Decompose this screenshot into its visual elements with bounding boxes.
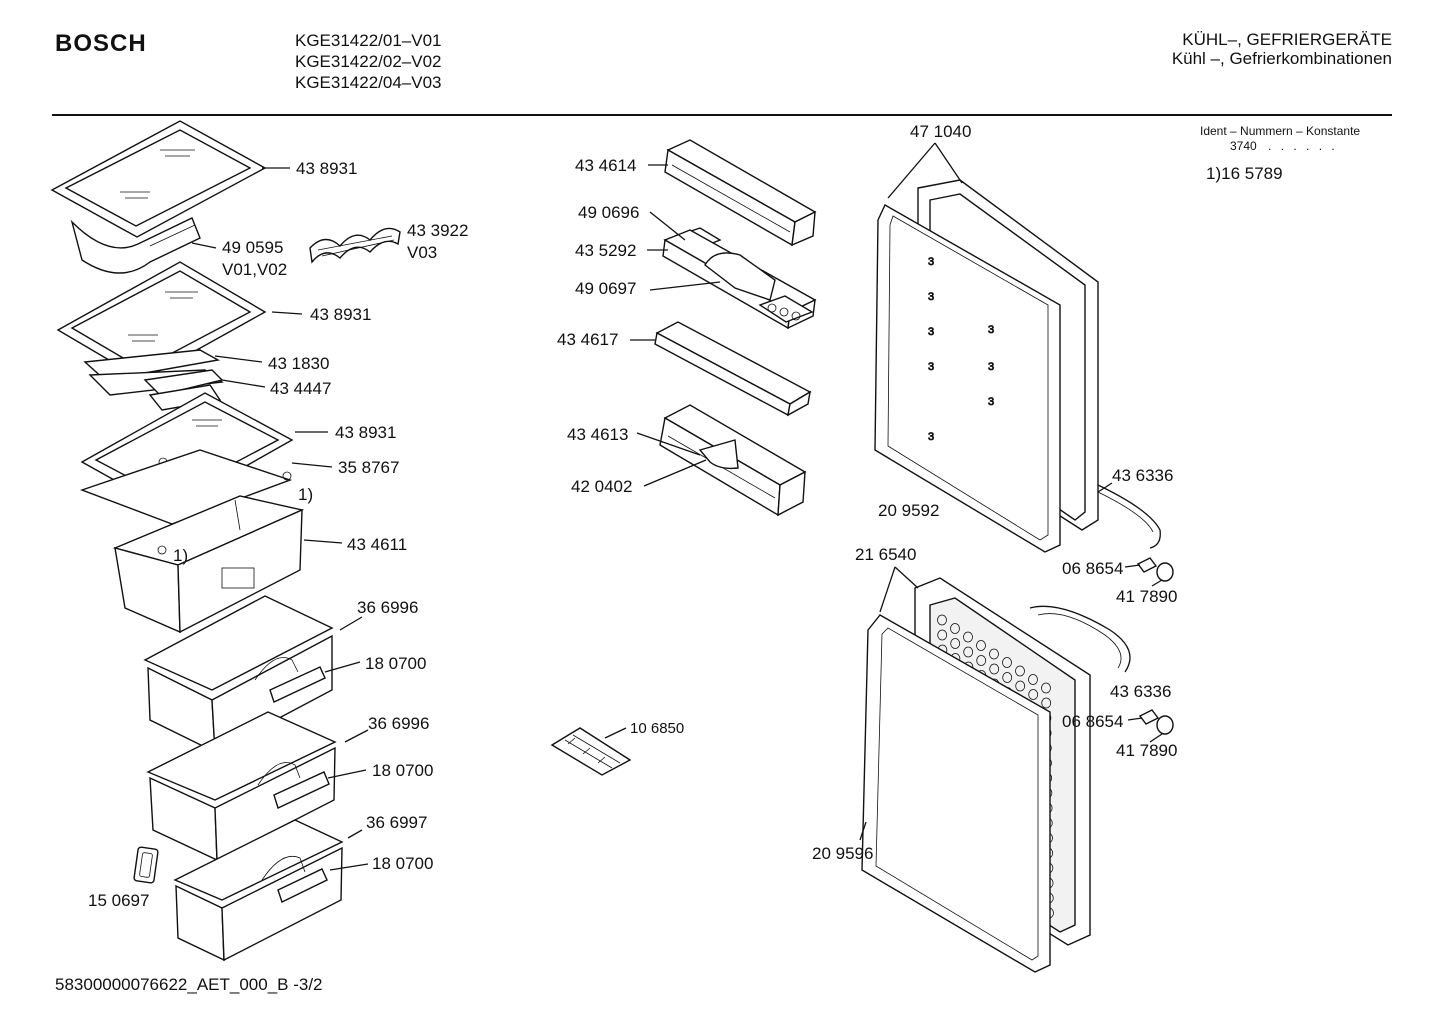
drawer-1 <box>143 595 334 754</box>
leader-lines-right <box>859 142 1163 841</box>
small-seal <box>133 846 159 884</box>
label-note-1b: 1) <box>173 546 188 565</box>
label-screw-lower: 06 8654 <box>1062 712 1123 731</box>
label-note-1a: 1) <box>298 485 313 504</box>
svg-text:3: 3 <box>928 431 934 443</box>
label-drawer-1: 36 6996 <box>357 598 418 617</box>
label-shelf-top: 43 8931 <box>296 159 357 178</box>
label-cap-lower: 41 7890 <box>1116 741 1177 760</box>
label-door-shelf-2: 43 5292 <box>575 241 636 260</box>
svg-text:3: 3 <box>988 324 994 336</box>
label-handle-2: 18 0700 <box>372 761 433 780</box>
shelf-divider <box>698 439 739 470</box>
label-egg-tray-b: 49 0697 <box>575 279 636 298</box>
label-door-shelf-1: 43 4614 <box>575 156 636 175</box>
svg-text:3: 3 <box>988 361 994 373</box>
lower-cap <box>1156 715 1174 735</box>
upper-cap <box>1156 562 1174 582</box>
egg-tray-b <box>704 252 814 323</box>
label-door-shelf-4: 43 4613 <box>567 425 628 444</box>
shelf-holder <box>70 217 201 274</box>
label-shelf-low: 43 8931 <box>335 423 396 442</box>
glass-shelf-mid <box>56 261 267 381</box>
ident-number: 3740 <box>1230 139 1257 153</box>
label-frame-2: 43 4447 <box>270 379 331 398</box>
category-line-2: Kühl –, Gefrierkombinationen <box>1171 49 1392 68</box>
leader-lines-middle <box>604 164 721 739</box>
label-handle-upper: 43 6336 <box>1112 466 1173 485</box>
lower-door-gasket <box>861 614 1051 973</box>
shelf-frame-2 <box>143 369 224 411</box>
product-category: KÜHL–, GEFRIERGERÄTE Kühl –, Gefrierkomb… <box>1172 30 1392 68</box>
label-screw-upper: 06 8654 <box>1062 559 1123 578</box>
leader-lines-left <box>191 167 369 871</box>
upper-door-gasket: 3 3 3 3 3 3 3 3 <box>874 204 1061 553</box>
lower-screw <box>1138 709 1160 725</box>
label-door-upper: 47 1040 <box>910 122 971 141</box>
svg-text:3: 3 <box>928 361 934 373</box>
egg-rack <box>309 227 401 264</box>
label-holder: 49 0595 <box>222 238 283 257</box>
label-egg-tray-a: 49 0696 <box>578 203 639 222</box>
model-line: KGE31422/04–V03 <box>295 73 442 92</box>
label-frame-1: 43 1830 <box>268 354 329 373</box>
label-gasket-lower: 20 9596 <box>812 844 873 863</box>
shelf-support <box>79 449 293 525</box>
label-handle-3: 18 0700 <box>372 854 433 873</box>
category-line-1: KÜHL–, GEFRIERGERÄTE <box>1182 30 1392 49</box>
ident-constant: 1)16 5789 <box>1206 164 1283 183</box>
label-egg-rack: 43 3922 <box>407 221 468 240</box>
door-shelf-1 <box>664 139 817 247</box>
storage-box <box>112 495 305 634</box>
label-holder-variant: V01,V02 <box>222 260 287 279</box>
svg-text:3: 3 <box>928 256 934 268</box>
label-shelf-support: 35 8767 <box>338 458 399 477</box>
label-handle-lower: 43 6336 <box>1110 682 1171 701</box>
label-shelf-mid: 43 8931 <box>310 305 371 324</box>
label-cap-upper: 41 7890 <box>1116 587 1177 606</box>
svg-text:3: 3 <box>988 396 994 408</box>
label-egg-rack-variant: V03 <box>407 243 437 262</box>
label-drawer-3: 36 6997 <box>366 813 427 832</box>
ident-block: Ident – Nummern – Konstante 3740 . . . .… <box>1200 124 1361 183</box>
label-drawer-2: 36 6996 <box>368 714 429 733</box>
drawer-handle-3 <box>277 868 328 903</box>
brand-logo: BOSCH <box>55 30 147 57</box>
svg-text:3: 3 <box>928 291 934 303</box>
svg-text:3: 3 <box>928 326 934 338</box>
model-line: KGE31422/02–V02 <box>295 52 442 71</box>
door-shelf-3 <box>654 321 812 417</box>
label-door-shelf-3: 43 4617 <box>557 330 618 349</box>
label-gasket-upper: 20 9592 <box>878 501 939 520</box>
lower-door-handle <box>1029 605 1131 673</box>
upper-door-handle <box>1097 484 1161 549</box>
ident-dots: . . . . . . <box>1268 139 1338 153</box>
glass-shelf-top <box>50 120 267 238</box>
ident-number-row: 3740 . . . . . . <box>1200 139 1360 154</box>
document-footer: 58300000076622_AET_000_B -3/2 <box>55 975 323 994</box>
label-handle-1: 18 0700 <box>365 654 426 673</box>
model-list: KGE31422/01–V01 KGE31422/02–V02 KGE31422… <box>295 30 442 93</box>
header-divider <box>52 114 1392 116</box>
upper-screw <box>1136 557 1158 573</box>
ice-tray <box>550 727 632 776</box>
drawer-handle-2 <box>273 771 330 809</box>
drawer-handle-1 <box>269 666 326 703</box>
label-seal-small: 15 0697 <box>88 891 149 910</box>
label-ice-tray: 10 6850 <box>630 720 684 737</box>
label-door-lower: 21 6540 <box>855 545 916 564</box>
model-line: KGE31422/01–V01 <box>295 31 442 50</box>
drawer-2 <box>146 711 337 862</box>
ident-title: Ident – Nummern – Konstante <box>1200 124 1361 138</box>
label-divider: 42 0402 <box>571 477 632 496</box>
label-box: 43 4611 <box>347 535 407 554</box>
